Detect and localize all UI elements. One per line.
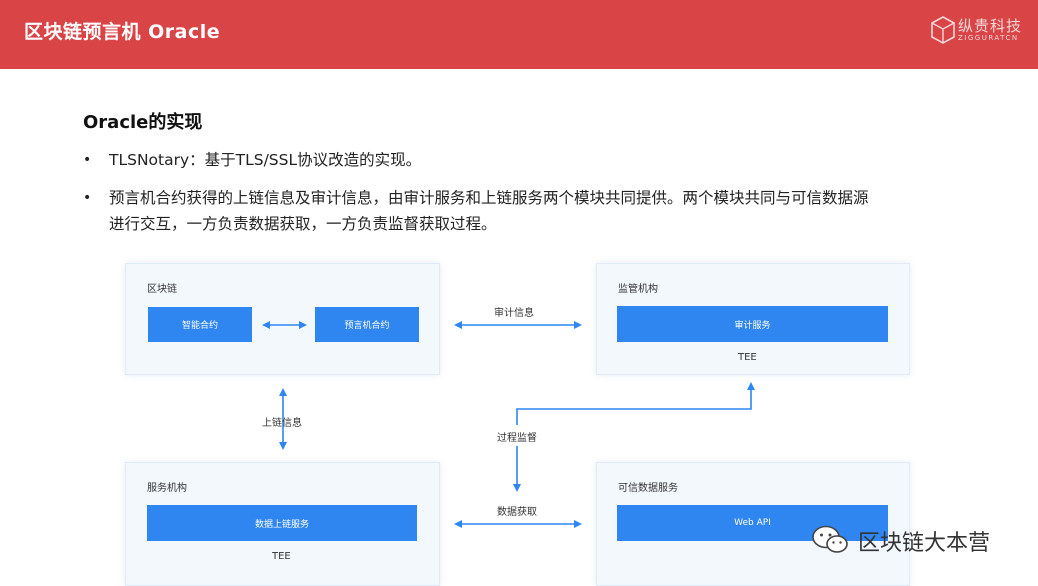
supervision-to-tee-arrow xyxy=(516,382,755,425)
bullet-text-line-1: 预言机合约获得的上链信息及审计信息，由审计服务和上链服务两个模块共同提供。两个模… xyxy=(109,189,869,207)
watermark-text: 区块链大本营 xyxy=(858,531,991,556)
service-provider-label: 服务机构 xyxy=(147,483,187,494)
bullet-text: TLSNotary：基于TLS/SSL协议改造的实现。 xyxy=(109,151,422,169)
blockchain-label: 区块链 xyxy=(147,284,177,295)
regulator-tee-label: TEE xyxy=(738,352,757,363)
process-supervision-label: 过程监督 xyxy=(497,433,537,444)
service-tee-label: TEE xyxy=(272,551,291,562)
wechat-icon xyxy=(812,525,848,553)
bullet-text-line-2: 进行交互，一方负责数据获取，一方负责监督获取过程。 xyxy=(109,215,497,233)
company-logo: 纵贵科技 ZIGGURATCN xyxy=(930,13,1030,49)
logo-name: 纵贵科技 xyxy=(958,17,1023,35)
ziggurat-logo-icon xyxy=(931,16,955,44)
data-acquisition-label: 数据获取 xyxy=(497,507,537,518)
page-title: 区块链预言机 Oracle xyxy=(24,21,221,43)
wechat-watermark: 区块链大本营 xyxy=(810,522,1020,558)
bullet-marker: • xyxy=(83,190,92,206)
oracle-contract-box: 预言机合约 xyxy=(315,307,419,342)
logo-subtitle: ZIGGURATCN xyxy=(958,34,1019,42)
trusted-source-label: 可信数据服务 xyxy=(618,483,678,494)
regulator-label: 监管机构 xyxy=(618,284,658,295)
smart-contract-box: 智能合约 xyxy=(148,307,252,342)
header-bar: 区块链预言机 Oracle 纵贵科技 ZIGGURATCN xyxy=(0,0,1038,69)
section-title: Oracle的实现 xyxy=(83,112,203,133)
data-onchain-service-box: 数据上链服务 xyxy=(147,505,417,541)
bullet-marker: • xyxy=(83,152,92,168)
web-api-box: Web API xyxy=(617,505,888,541)
onchain-info-label: 上链信息 xyxy=(262,418,302,429)
audit-info-label: 审计信息 xyxy=(494,308,534,319)
audit-service-box: 审计服务 xyxy=(617,306,888,342)
